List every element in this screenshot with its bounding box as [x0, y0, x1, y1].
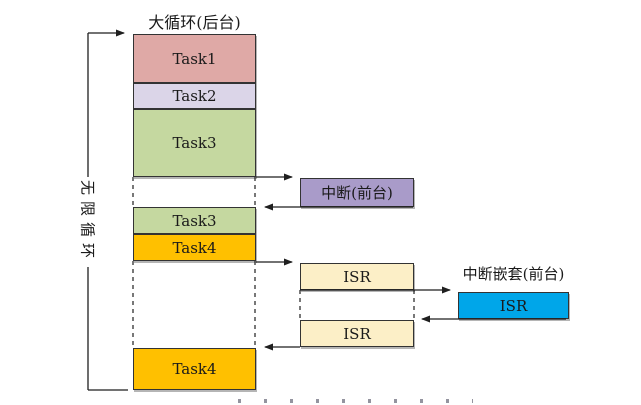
task1-block: Task1	[133, 34, 256, 83]
task2-label: Task2	[172, 87, 217, 105]
isr-nested-block: ISR	[458, 292, 569, 319]
isr-resumed-label: ISR	[343, 324, 371, 343]
isr-resumed-block: ISR	[300, 320, 414, 347]
task3-resumed-label: Task3	[172, 211, 217, 230]
task3-label: Task3	[172, 134, 217, 152]
task4-resumed-block: Task4	[133, 348, 256, 390]
task3-block: Task3	[133, 109, 256, 177]
task2-block: Task2	[133, 83, 256, 109]
interrupt-label: 中断(前台)	[321, 184, 393, 202]
clipped-caption-fragments	[238, 399, 473, 403]
task3-resumed-block: Task3	[133, 207, 256, 234]
interrupt-nesting-title: 中断嵌套(前台)	[462, 265, 565, 283]
task4-resumed-label: Task4	[172, 360, 217, 378]
task1-label: Task1	[172, 49, 217, 68]
task4-block: Task4	[133, 234, 256, 261]
isr-nested-label: ISR	[499, 296, 528, 315]
task4-label: Task4	[172, 238, 217, 257]
interrupt-block: 中断(前台)	[300, 178, 414, 207]
infinite-loop-label: 无限循环	[77, 176, 99, 268]
background-loop-title: 大循环(后台)	[148, 13, 241, 32]
isr-first-label: ISR	[343, 267, 371, 286]
isr-first-block: ISR	[300, 263, 414, 290]
